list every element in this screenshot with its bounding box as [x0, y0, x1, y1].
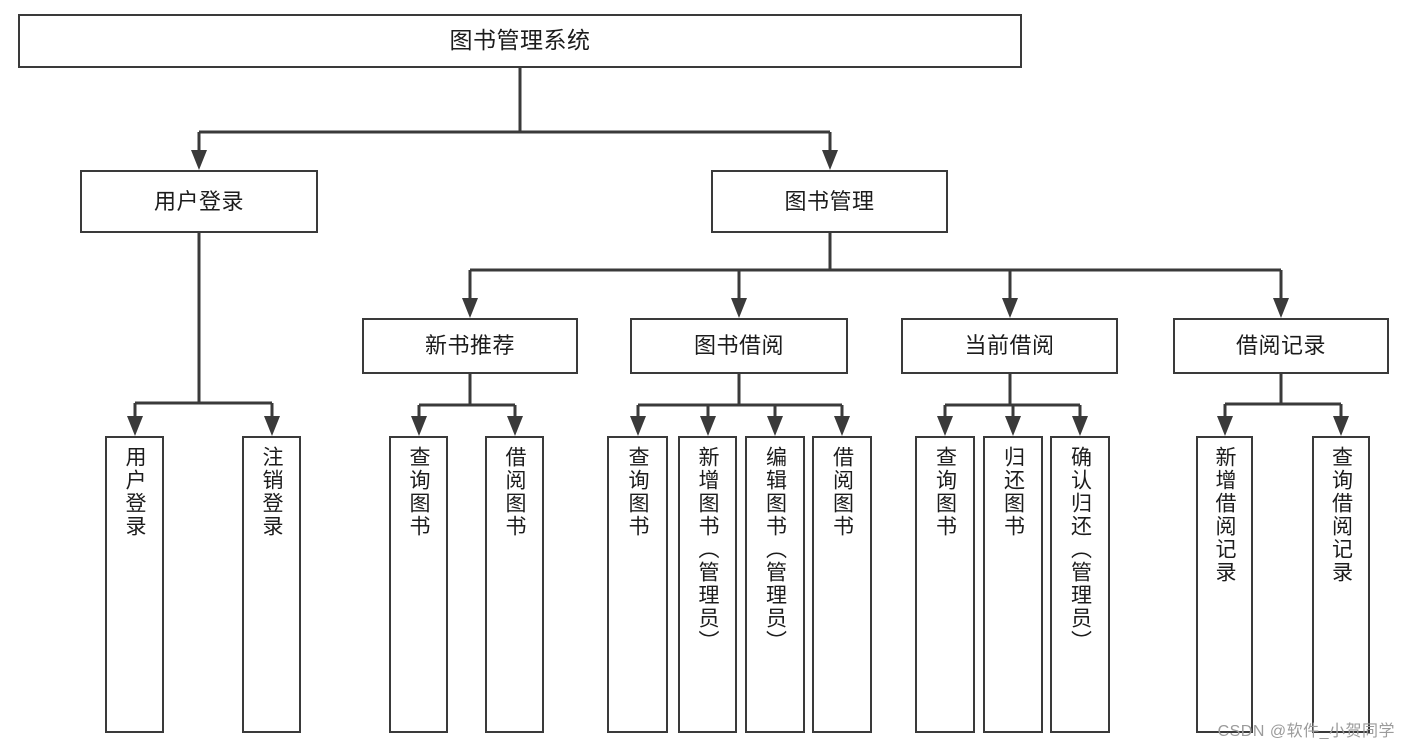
node-b_lend[interactable]: 借阅图书	[812, 436, 872, 733]
node-label: 借阅记录	[1235, 333, 1326, 359]
node-label: 查询借阅记录	[1329, 446, 1353, 584]
node-n_borrow[interactable]: 借阅图书	[485, 436, 544, 733]
node-b_add[interactable]: 新增图书（管理员）	[678, 436, 737, 733]
node-label: 新增图书（管理员）	[696, 446, 719, 653]
node-label: 查询图书	[626, 446, 649, 538]
node-b_query[interactable]: 查询图书	[607, 436, 668, 733]
node-label: 图书管理	[784, 188, 875, 214]
node-newbook[interactable]: 新书推荐	[362, 318, 578, 374]
node-c_confirm[interactable]: 确认归还（管理员）	[1050, 436, 1110, 733]
node-bookmgmt[interactable]: 图书管理	[711, 170, 948, 233]
node-label: 借阅图书	[830, 446, 854, 538]
node-label: 新增借阅记录	[1213, 446, 1236, 584]
node-n_query[interactable]: 查询图书	[389, 436, 448, 733]
node-label: 图书管理系统	[449, 27, 591, 54]
node-b_edit[interactable]: 编辑图书（管理员）	[745, 436, 805, 733]
node-l_login[interactable]: 用户登录	[105, 436, 164, 733]
watermark: CSDN @软件_小贺同学	[1217, 723, 1395, 740]
node-c_return[interactable]: 归还图书	[983, 436, 1043, 733]
node-label: 确认归还（管理员）	[1068, 446, 1092, 653]
node-borrow[interactable]: 图书借阅	[630, 318, 848, 374]
node-r_add[interactable]: 新增借阅记录	[1196, 436, 1253, 733]
node-c_query[interactable]: 查询图书	[915, 436, 975, 733]
node-label: 用户登录	[153, 188, 244, 214]
node-label: 当前借阅	[964, 333, 1055, 359]
node-label: 归还图书	[1001, 446, 1025, 538]
node-label: 新书推荐	[424, 333, 515, 359]
node-r_query[interactable]: 查询借阅记录	[1312, 436, 1370, 733]
node-label: 图书借阅	[693, 333, 784, 359]
node-label: 查询图书	[407, 446, 430, 538]
node-root[interactable]: 图书管理系统	[18, 14, 1022, 68]
node-l_logout[interactable]: 注销登录	[242, 436, 301, 733]
node-label: 编辑图书（管理员）	[763, 446, 787, 653]
node-login[interactable]: 用户登录	[80, 170, 318, 233]
node-label: 用户登录	[123, 446, 146, 538]
node-records[interactable]: 借阅记录	[1173, 318, 1389, 374]
node-label: 借阅图书	[503, 446, 526, 538]
node-current[interactable]: 当前借阅	[901, 318, 1118, 374]
node-label: 注销登录	[260, 446, 283, 538]
node-label: 查询图书	[933, 446, 957, 538]
